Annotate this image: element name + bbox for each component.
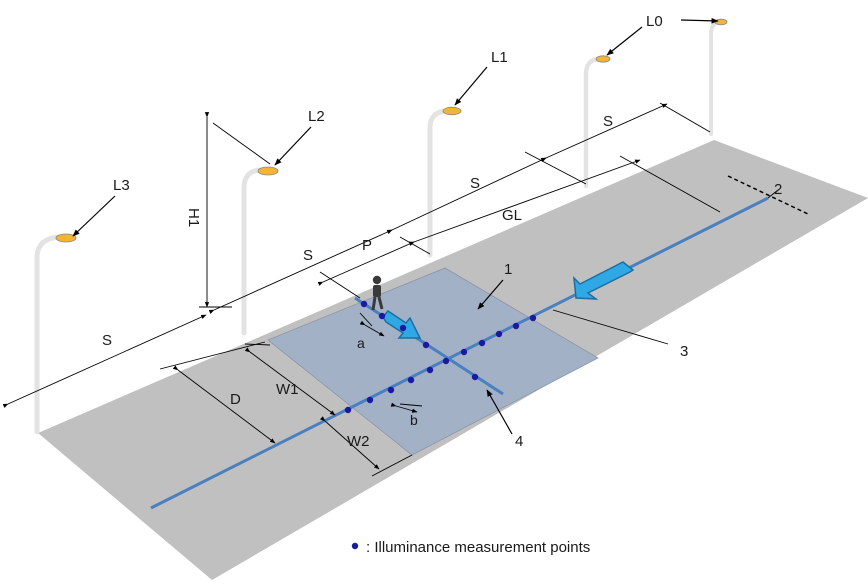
label-GL: GL	[502, 207, 522, 224]
dim-S-top	[540, 103, 668, 162]
dimension-lines	[2, 103, 668, 470]
label-P: P	[362, 237, 372, 254]
lamp-pole-L3	[34, 233, 77, 435]
dim-P	[317, 241, 415, 286]
legend: : Illuminance measurement points	[351, 539, 590, 556]
dim-S-bottom	[2, 314, 207, 408]
label-L2: L2	[308, 108, 325, 125]
label-H1: H1	[185, 208, 202, 227]
measurement-point	[399, 324, 407, 332]
label-3: 3	[680, 343, 688, 360]
measurement-point	[512, 322, 520, 330]
lamp-head-L0-near	[595, 55, 611, 63]
lamp-pole-L2	[241, 166, 279, 336]
label-b: b	[410, 412, 418, 428]
label-S-bottom: S	[102, 332, 112, 349]
leader-lines	[72, 17, 779, 435]
dim-W2	[319, 416, 380, 470]
dim-D	[172, 365, 276, 444]
legend-text: : Illuminance measurement points	[366, 539, 590, 556]
label-S-top: S	[603, 113, 613, 130]
legend-point-marker	[351, 542, 359, 550]
measurement-point	[422, 341, 430, 349]
measurement-point	[460, 348, 468, 356]
measurement-point	[442, 357, 450, 365]
measurement-point	[366, 396, 374, 404]
label-D: D	[230, 391, 241, 408]
traffic-direction-arrow	[573, 261, 635, 300]
measurement-point	[478, 339, 486, 347]
road-center-line	[150, 196, 769, 510]
lamp-head-L3	[55, 233, 77, 243]
dim-a	[359, 320, 385, 337]
label-2: 2	[774, 181, 782, 198]
lamp-head-L2	[257, 166, 279, 176]
measurement-point	[344, 406, 352, 414]
label-S-mid-left: S	[303, 247, 313, 264]
label-a: a	[357, 335, 365, 351]
measurement-point	[426, 366, 434, 374]
measurement-point	[360, 300, 368, 308]
measurement-point	[387, 386, 395, 394]
lamp-pole-L1	[427, 106, 462, 258]
dim-GL	[408, 159, 641, 246]
lamp-head-L1	[442, 106, 462, 116]
lamp-head-L0	[714, 18, 728, 26]
measurement-point	[529, 314, 537, 322]
lamp-pole-L0-near	[583, 55, 611, 189]
measurement-point	[495, 330, 503, 338]
measurement-point	[378, 312, 386, 320]
pedestrian-direction-arrow	[382, 310, 422, 339]
measurement-point	[471, 373, 479, 381]
dim-W1	[244, 347, 336, 416]
label-4: 4	[515, 433, 523, 450]
measurement-point	[407, 376, 415, 384]
label-L3: L3	[113, 177, 130, 194]
label-W2: W2	[347, 433, 370, 450]
label-W1: W1	[276, 381, 299, 398]
lamp-pole-L0	[709, 18, 728, 136]
label-L0: L0	[646, 13, 663, 30]
dim-b	[390, 402, 418, 413]
road-end-dashed-line	[727, 175, 809, 215]
label-L1: L1	[491, 49, 508, 66]
label-S-mid-right: S	[470, 175, 480, 192]
road-measurement-points	[344, 314, 537, 414]
dim-S-mid-right	[386, 157, 547, 235]
label-1: 1	[504, 261, 512, 278]
